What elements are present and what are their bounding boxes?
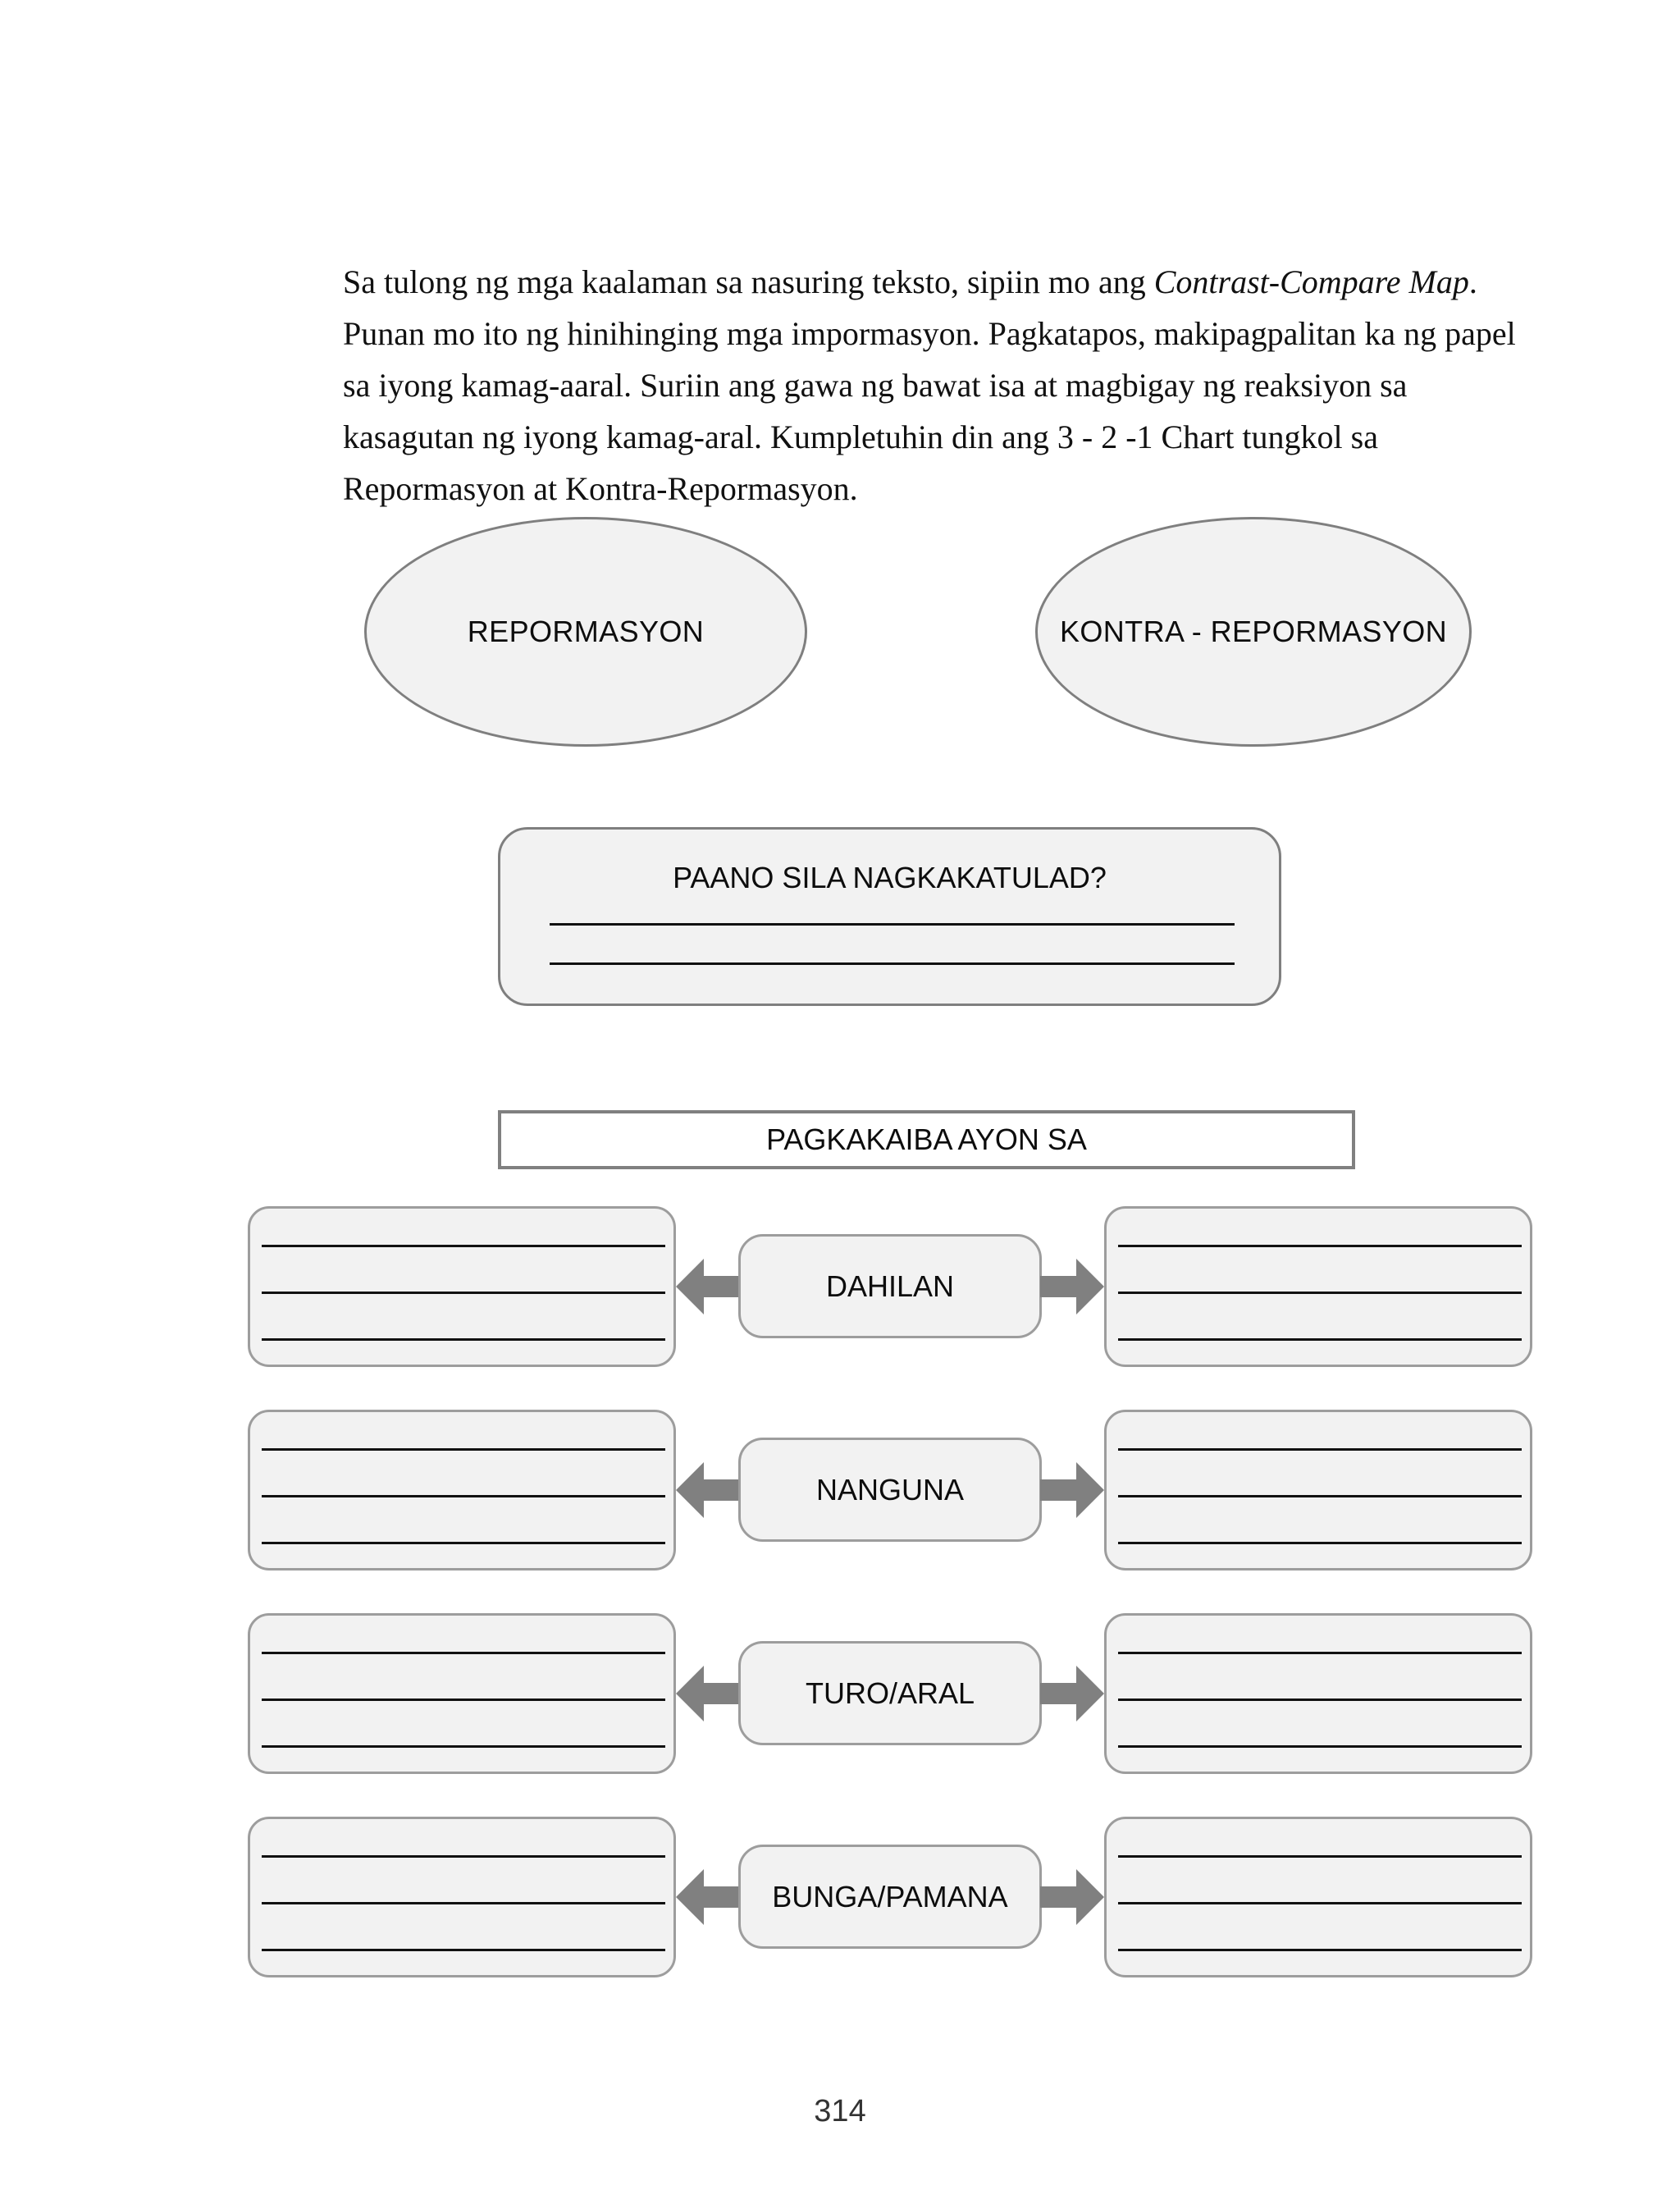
answer-box-right[interactable] xyxy=(1104,1410,1532,1570)
similarity-blank-line[interactable] xyxy=(550,962,1235,965)
answer-blank-line[interactable] xyxy=(262,1245,665,1247)
answer-blank-line[interactable] xyxy=(262,1949,665,1951)
arrow-left-icon xyxy=(676,1462,740,1518)
instruction-text-part2: . Punan mo ito ng hinihinging mga imporm… xyxy=(343,263,1516,507)
answer-blank-line[interactable] xyxy=(262,1855,665,1858)
arrow-left-icon xyxy=(676,1259,740,1314)
answer-blank-line[interactable] xyxy=(262,1338,665,1341)
difference-header-label: PAGKAKAIBA AYON SA xyxy=(766,1122,1087,1156)
answer-blank-line[interactable] xyxy=(1118,1855,1522,1858)
answer-blank-line[interactable] xyxy=(262,1292,665,1294)
answer-blank-line[interactable] xyxy=(1118,1245,1522,1247)
ellipse-kontra-repormasyon: KONTRA - REPORMASYON xyxy=(1035,517,1472,747)
criterion-label: TURO/ARAL xyxy=(805,1676,975,1710)
answer-blank-line[interactable] xyxy=(262,1652,665,1654)
ellipse-left-label: REPORMASYON xyxy=(467,615,705,648)
answer-box-right[interactable] xyxy=(1104,1613,1532,1774)
answer-blank-line[interactable] xyxy=(262,1542,665,1544)
answer-box-right[interactable] xyxy=(1104,1817,1532,1977)
answer-blank-line[interactable] xyxy=(1118,1902,1522,1904)
answer-blank-line[interactable] xyxy=(262,1448,665,1451)
criterion-label: NANGUNA xyxy=(815,1472,965,1506)
answer-box-left[interactable] xyxy=(248,1817,676,1977)
arrow-left-icon xyxy=(676,1666,740,1721)
ellipse-repormasyon: REPORMASYON xyxy=(364,517,807,747)
answer-blank-line[interactable] xyxy=(1118,1292,1522,1294)
criterion-label-box: BUNGA/PAMANA xyxy=(738,1845,1042,1949)
similarity-blank-line[interactable] xyxy=(550,923,1235,926)
instruction-paragraph: Sa tulong ng mga kaalaman sa nasuring te… xyxy=(343,256,1521,514)
instruction-text-part1: Sa tulong ng mga kaalaman sa nasuring te… xyxy=(343,263,1154,300)
arrow-right-icon xyxy=(1040,1462,1104,1518)
answer-blank-line[interactable] xyxy=(1118,1699,1522,1701)
answer-blank-line[interactable] xyxy=(1118,1542,1522,1544)
arrow-right-icon xyxy=(1040,1869,1104,1925)
answer-box-left[interactable] xyxy=(248,1410,676,1570)
answer-box-right[interactable] xyxy=(1104,1206,1532,1367)
answer-box-left[interactable] xyxy=(248,1206,676,1367)
answer-blank-line[interactable] xyxy=(1118,1495,1522,1497)
answer-blank-line[interactable] xyxy=(262,1495,665,1497)
page-number: 314 xyxy=(814,2094,866,2128)
criterion-label: DAHILAN xyxy=(825,1269,955,1303)
answer-blank-line[interactable] xyxy=(1118,1949,1522,1951)
answer-blank-line[interactable] xyxy=(1118,1652,1522,1654)
answer-blank-line[interactable] xyxy=(1118,1448,1522,1451)
answer-box-left[interactable] xyxy=(248,1613,676,1774)
similarity-box: PAANO SILA NAGKAKATULAD? xyxy=(498,827,1281,1006)
similarity-question-label: PAANO SILA NAGKAKATULAD? xyxy=(673,861,1107,894)
answer-blank-line[interactable] xyxy=(262,1745,665,1748)
ellipse-right-label: KONTRA - REPORMASYON xyxy=(1059,615,1448,648)
answer-blank-line[interactable] xyxy=(262,1902,665,1904)
answer-blank-line[interactable] xyxy=(262,1699,665,1701)
answer-blank-line[interactable] xyxy=(1118,1745,1522,1748)
criterion-label: BUNGA/PAMANA xyxy=(772,1879,1008,1913)
criterion-label-box: DAHILAN xyxy=(738,1234,1042,1338)
instruction-emphasis: Contrast-Compare Map xyxy=(1153,263,1469,300)
arrow-right-icon xyxy=(1040,1666,1104,1721)
criterion-label-box: NANGUNA xyxy=(738,1438,1042,1542)
arrow-left-icon xyxy=(676,1869,740,1925)
arrow-right-icon xyxy=(1040,1259,1104,1314)
difference-header-bar: PAGKAKAIBA AYON SA xyxy=(498,1110,1355,1169)
answer-blank-line[interactable] xyxy=(1118,1338,1522,1341)
criterion-label-box: TURO/ARAL xyxy=(738,1641,1042,1745)
